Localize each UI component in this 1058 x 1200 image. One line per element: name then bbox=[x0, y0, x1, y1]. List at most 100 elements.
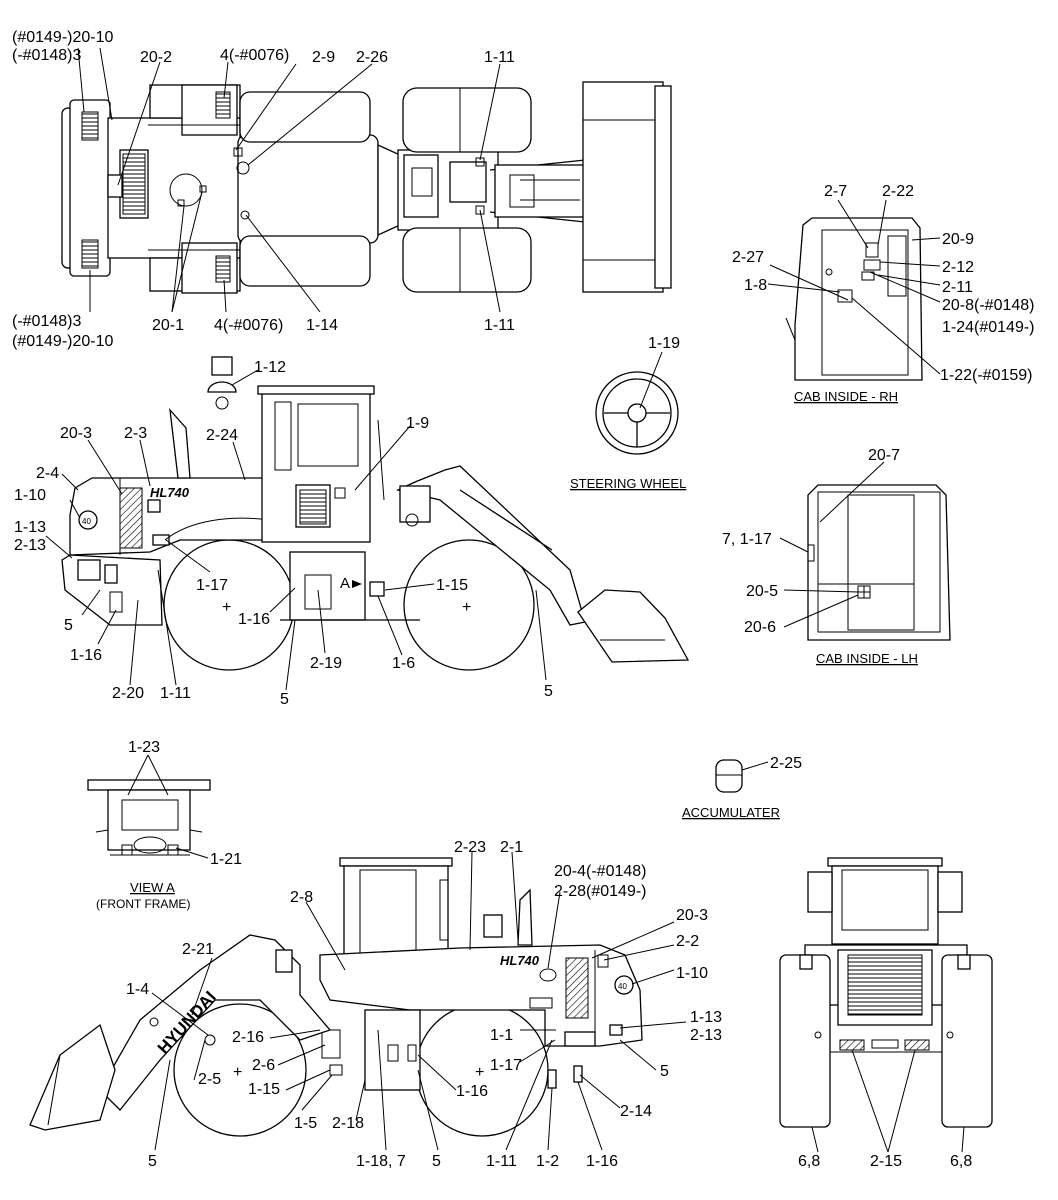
label-cab-rh: 2-12 bbox=[942, 259, 974, 276]
label-side-lh: 1-6 bbox=[392, 655, 415, 672]
label-side-lh: 1-12 bbox=[254, 359, 286, 376]
label-side-rh: 1-5 bbox=[294, 1115, 317, 1132]
label-side-lh: 5 bbox=[64, 617, 73, 634]
label-side-rh: 20-3 bbox=[676, 907, 708, 924]
label-side-lh: 2-20 bbox=[112, 685, 144, 702]
label-top: 1-14 bbox=[306, 317, 338, 334]
label-side-lh: 1-16 bbox=[238, 611, 270, 628]
label-side-rh: 1-11 bbox=[486, 1153, 517, 1170]
label-cab-rh: 2-22 bbox=[882, 183, 914, 200]
label-cab-rh: 1-22(-#0159) bbox=[940, 367, 1033, 384]
arrow-a-label: A bbox=[340, 575, 350, 592]
label-side-rh: 5 bbox=[432, 1153, 441, 1170]
label-side-lh: 1-13 bbox=[14, 519, 46, 536]
svg-text:+: + bbox=[462, 599, 471, 616]
label-side-lh: 5 bbox=[544, 683, 553, 700]
label-side-lh: 1-10 bbox=[14, 487, 46, 504]
label-cab-rh: 20-9 bbox=[942, 231, 974, 248]
label-side-lh: 1-9 bbox=[406, 415, 429, 432]
top-view-machine bbox=[61, 81, 672, 294]
label-accumulator: 2-25 bbox=[770, 755, 802, 772]
label-rear: 6,8 bbox=[798, 1153, 820, 1170]
label-side-lh: 1-16 bbox=[70, 647, 102, 664]
label-side-lh: 1-15 bbox=[436, 577, 468, 594]
label-side-rh: 5 bbox=[148, 1153, 157, 1170]
steering-wheel bbox=[595, 371, 679, 455]
label-top: 20-2 bbox=[140, 49, 172, 66]
side-view-left: + + 40 HL740 A bbox=[61, 356, 690, 671]
label-side-lh: 20-3 bbox=[60, 425, 92, 442]
label-cab-lh: 20-5 bbox=[746, 583, 778, 600]
label-side-rh: 2-28(#0149-) bbox=[554, 883, 647, 900]
caption-steering-wheel: STEERING WHEEL bbox=[570, 476, 686, 491]
label-side-rh: 2-2 bbox=[676, 933, 699, 950]
label-side-rh: 2-18 bbox=[332, 1115, 364, 1132]
label-side-rh: 2-23 bbox=[454, 839, 486, 856]
label-side-rh: 1-15 bbox=[248, 1081, 280, 1098]
label-top: 20-1 bbox=[152, 317, 184, 334]
label-cab-lh: 7, 1-17 bbox=[722, 531, 772, 548]
label-side-rh: 1-2 bbox=[536, 1153, 559, 1170]
caption-cab-inside-lh: CAB INSIDE - LH bbox=[816, 651, 918, 666]
label-side-rh: 1-10 bbox=[676, 965, 708, 982]
label-side-rh: 2-16 bbox=[232, 1029, 264, 1046]
label-side-lh: 2-3 bbox=[124, 425, 147, 442]
label-side-lh: 2-24 bbox=[206, 427, 238, 444]
label-top: 4(-#0076) bbox=[220, 47, 289, 64]
label-steering: 1-19 bbox=[648, 335, 680, 352]
caption-view-a: VIEW A bbox=[130, 880, 175, 895]
label-cab-rh: 1-24(#0149-) bbox=[942, 319, 1035, 336]
label-side-rh: 5 bbox=[660, 1063, 669, 1080]
label-top: (#0149-)20-10 bbox=[12, 29, 114, 46]
svg-text:40: 40 bbox=[82, 517, 91, 526]
label-side-rh: 1-17 bbox=[490, 1057, 522, 1074]
label-rear: 6,8 bbox=[950, 1153, 972, 1170]
label-side-lh: 2-19 bbox=[310, 655, 342, 672]
rear-view bbox=[779, 857, 993, 1128]
svg-text:+: + bbox=[475, 1064, 484, 1081]
callout-labels: (#0149-)20-10 (-#0148)3 20-2 4(-#0076) 2… bbox=[12, 29, 1035, 1170]
label-side-lh: 5 bbox=[280, 691, 289, 708]
model-decal-right: HL740 bbox=[500, 953, 540, 968]
label-side-lh: 1-17 bbox=[196, 577, 228, 594]
model-decal-left: HL740 bbox=[150, 485, 190, 500]
svg-text:+: + bbox=[222, 599, 231, 616]
label-view-a: 1-23 bbox=[128, 739, 160, 756]
label-top: (#0149-)20-10 bbox=[12, 333, 114, 350]
label-cab-lh: 20-6 bbox=[744, 619, 776, 636]
label-side-rh: 2-14 bbox=[620, 1103, 652, 1120]
label-side-rh: 2-1 bbox=[500, 839, 523, 856]
label-side-rh: 20-4(-#0148) bbox=[554, 863, 647, 880]
label-side-rh: 2-8 bbox=[290, 889, 313, 906]
cab-inside-lh bbox=[807, 484, 951, 641]
label-side-rh: 2-5 bbox=[198, 1071, 221, 1088]
caption-cab-inside-rh: CAB INSIDE - RH bbox=[794, 389, 898, 404]
label-side-rh: 1-16 bbox=[456, 1083, 488, 1100]
label-view-a: 1-21 bbox=[210, 851, 242, 868]
label-top: (-#0148)3 bbox=[12, 313, 81, 330]
label-cab-rh: 2-27 bbox=[732, 249, 764, 266]
label-top: 1-11 bbox=[484, 49, 515, 66]
view-a-front-frame bbox=[87, 779, 211, 856]
label-side-rh: 1-13 bbox=[690, 1009, 722, 1026]
cab-inside-rh bbox=[785, 217, 923, 381]
label-side-lh: 2-13 bbox=[14, 537, 46, 554]
side-view-right: + + HL740 40 HYUNDAI bbox=[29, 857, 643, 1137]
label-side-rh: 1-18, 7 bbox=[356, 1153, 406, 1170]
label-rear: 2-15 bbox=[870, 1153, 902, 1170]
caption-accumulater: ACCUMULATER bbox=[682, 805, 780, 820]
label-cab-lh: 20-7 bbox=[868, 447, 900, 464]
label-cab-rh: 1-8 bbox=[744, 277, 767, 294]
svg-text:40: 40 bbox=[618, 982, 627, 991]
label-top: (-#0148)3 bbox=[12, 47, 81, 64]
label-top: 1-11 bbox=[484, 317, 515, 334]
label-top: 2-26 bbox=[356, 49, 388, 66]
leader-lines bbox=[45, 47, 965, 1153]
label-top: 2-9 bbox=[312, 49, 335, 66]
label-cab-rh: 2-11 bbox=[942, 279, 973, 296]
label-side-rh: 1-4 bbox=[126, 981, 149, 998]
label-side-rh: 2-6 bbox=[252, 1057, 275, 1074]
label-cab-rh: 20-8(-#0148) bbox=[942, 297, 1035, 314]
label-top: 4(-#0076) bbox=[214, 317, 283, 334]
